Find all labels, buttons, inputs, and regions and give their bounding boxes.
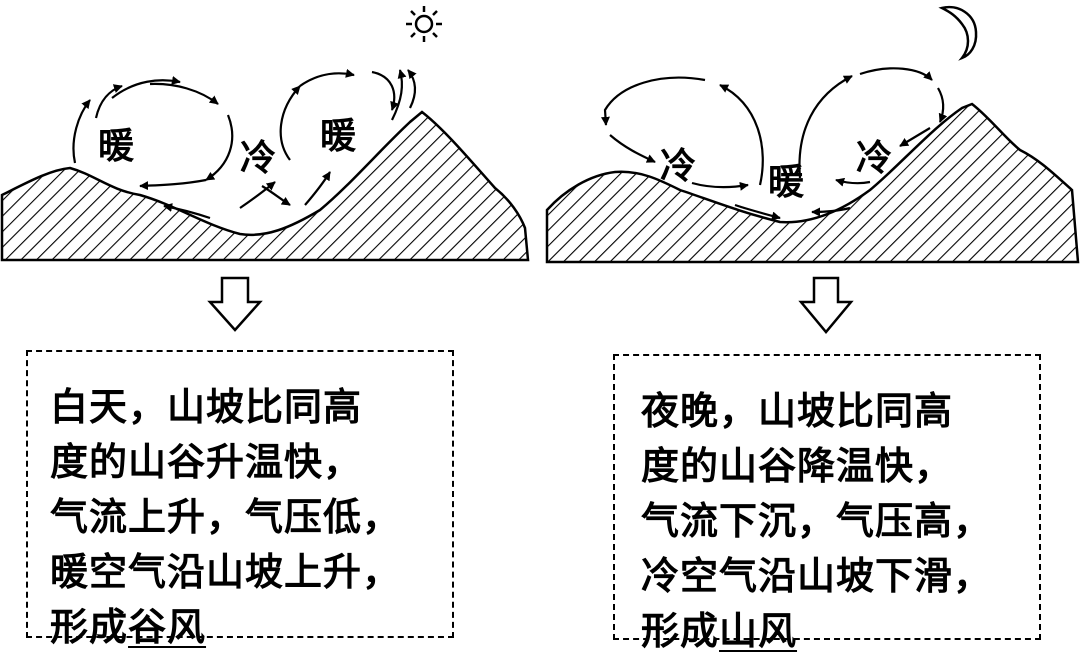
day-left-circulation: [72, 76, 234, 220]
day-text-line-3: 气流上升，气压低，: [50, 495, 402, 539]
night-label-cold-left: 冷: [660, 146, 696, 187]
night-explanation-box: 夜晚，山坡比同高 度的山谷降温快， 气流下沉，气压高， 冷空气沿山坡下滑， 形成…: [613, 354, 1041, 653]
day-label-warm-right: 暖: [320, 116, 357, 157]
night-left-circulation: [600, 76, 781, 221]
day-text-line-2: 度的山谷升温快，: [50, 440, 363, 484]
night-text-line-5-prefix: 形成: [641, 609, 720, 653]
night-label-cold-right: 冷: [856, 138, 892, 179]
night-term-mountain-breeze: 山风: [719, 609, 798, 653]
crescent-moon-icon: [938, 5, 978, 61]
night-down-arrow: [798, 276, 854, 334]
day-down-arrow: [207, 276, 263, 332]
day-text-line-4: 暖空气沿山坡上升，: [50, 550, 402, 594]
night-terrain: [545, 102, 1080, 264]
day-terrain: [0, 110, 530, 262]
day-explanation-box: 白天，山坡比同高 度的山谷升温快， 气流上升，气压低， 暖空气沿山坡上升， 形成…: [26, 350, 454, 649]
day-text-line-5: 形成谷风: [50, 600, 452, 655]
sun-icon: [406, 6, 442, 42]
day-right-circulation: [239, 68, 417, 209]
day-panel: 暖 冷 暖: [0, 6, 530, 332]
day-text-line-5-prefix: 形成: [50, 605, 129, 649]
night-text-line-2: 度的山谷降温快，: [641, 444, 954, 488]
night-text-line-1: 夜晚，山坡比同高: [641, 389, 954, 433]
day-term-valley-breeze: 谷风: [128, 605, 207, 649]
night-panel: 冷 暖 冷: [545, 5, 1080, 334]
day-text-line-1: 白天，山坡比同高: [50, 385, 363, 429]
night-label-warm-valley: 暖: [768, 162, 805, 203]
mountain-valley-wind-diagram: 暖 冷 暖 冷 暖 冷: [0, 5, 1080, 334]
night-text-line-4: 冷空气沿山坡下滑，: [641, 554, 993, 598]
night-text-line-5: 形成山风: [641, 604, 1039, 659]
night-right-circulation: [798, 67, 948, 217]
day-label-warm-left: 暖: [98, 126, 135, 167]
day-label-cold-valley: 冷: [240, 138, 276, 179]
night-text-line-3: 气流下沉，气压高，: [641, 499, 993, 543]
